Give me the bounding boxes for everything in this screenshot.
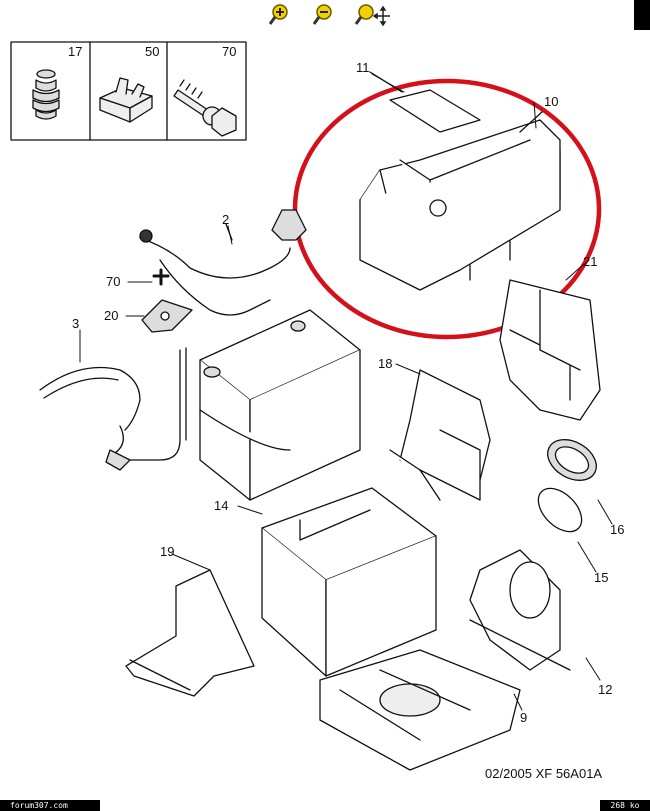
zoom-pan-icon[interactable] <box>354 3 390 27</box>
viewer-toolbar <box>0 0 650 30</box>
highlight-circle <box>292 78 602 340</box>
battery <box>199 309 361 501</box>
status-size: 268 ko <box>600 800 650 811</box>
zoom-out-icon[interactable] <box>312 3 338 27</box>
callout-14: 14 <box>214 498 229 513</box>
callout-11: 11 <box>356 60 370 75</box>
part-15-seal <box>537 487 583 533</box>
callout-19: 19 <box>160 544 175 559</box>
callout-3: 3 <box>72 316 80 331</box>
part-70-bolt <box>152 268 170 286</box>
part-16-cap <box>547 439 597 481</box>
legend-ref-17: 17 <box>68 44 83 59</box>
zoom-in-icon[interactable] <box>268 3 294 27</box>
leader-lines <box>79 73 613 711</box>
part-12-support <box>469 549 571 671</box>
window-edge <box>634 0 650 30</box>
part-20-clamp <box>141 299 193 333</box>
part-3-cable <box>39 347 187 471</box>
status-bar: forum307.com 268 ko <box>0 800 650 811</box>
part-2-cable <box>139 209 307 316</box>
part-18-bracket <box>389 369 491 501</box>
drawing-reference: 02/2005 XF 56A01A <box>485 766 603 781</box>
callout-12: 12 <box>598 682 613 697</box>
callout-2: 2 <box>222 212 230 227</box>
clip-icon <box>99 77 153 123</box>
part-19-plate <box>125 569 255 697</box>
legend-ref-50: 50 <box>145 44 160 59</box>
callout-10: 10 <box>544 94 559 109</box>
callout-15: 15 <box>594 570 609 585</box>
callout-16: 16 <box>610 522 625 537</box>
part-21-bracket <box>499 279 601 421</box>
callout-21: 21 <box>583 254 598 269</box>
parts-diagram: 11 10 2 70 20 3 21 18 14 16 19 15 12 9 1… <box>0 30 650 800</box>
callout-9: 9 <box>520 710 528 725</box>
legend-ref-70: 70 <box>222 44 237 59</box>
part-14-tray <box>261 487 437 677</box>
callout-18: 18 <box>378 356 393 371</box>
part-9-base <box>319 649 521 771</box>
bolt-icon <box>173 79 237 137</box>
grommet-icon <box>32 69 60 120</box>
callout-20: 20 <box>104 308 119 323</box>
callout-70: 70 <box>106 274 121 289</box>
part-10-housing <box>359 111 561 291</box>
status-site: forum307.com <box>0 800 100 811</box>
